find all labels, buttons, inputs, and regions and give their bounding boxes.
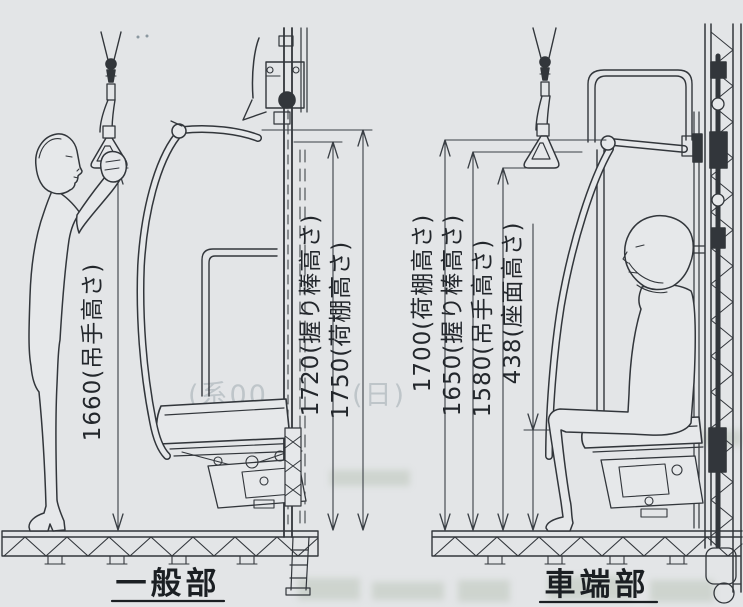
standing-passenger-figure	[28, 133, 83, 532]
dimension-label-strap-height-right: 1580(吊手高さ)	[470, 239, 496, 417]
dimension-label-rack-height-right: 1700(荷棚高さ)	[410, 214, 436, 392]
standing-passenger-arm	[75, 150, 128, 234]
caption-general-section: 一般部	[116, 566, 221, 602]
standing-passenger-hand	[99, 150, 128, 183]
dimension-label-rack-height-left: 1750(荷棚高さ)	[328, 241, 354, 419]
window-panel-left	[201, 248, 278, 397]
caption-car-end-section: 車端部	[545, 567, 650, 603]
floor-truss-right	[431, 530, 743, 565]
standing-passenger-head	[35, 133, 83, 195]
ghost-text-band	[298, 430, 742, 602]
dimension-lines-left	[112, 129, 369, 531]
ghost-text-fragment: (日)	[352, 380, 406, 411]
pole-floor-bracket	[289, 536, 310, 591]
dimension-label-grab-bar-height-left: 1720(握り棒高さ)	[298, 214, 324, 416]
bench-seat-left	[155, 398, 307, 509]
right-diagram-car-end-section: 1700(荷棚高さ) 1650(握り棒高さ) 1580(吊手高さ) 438(座面…	[410, 23, 743, 604]
page-bleed-through: (系00 (日)	[136, 34, 742, 602]
hanging-strap-right	[523, 27, 560, 169]
seated-passenger-figure	[545, 214, 696, 532]
dimension-lines-right	[439, 139, 539, 531]
dimension-label-seat-height-right: 438(座面高さ)	[500, 222, 526, 385]
seated-passenger-head	[623, 214, 694, 291]
luggage-rack-left	[242, 35, 305, 125]
floor-truss-left	[1, 530, 319, 596]
left-diagram-general-section: 1660(吊手高さ) 1720(握り棒高さ) 1750(荷棚高さ) 一般部	[1, 27, 373, 603]
dimension-label-grab-bar-height-right: 1650(握り棒高さ)	[440, 214, 466, 416]
grab-pole-left	[136, 120, 262, 460]
dimension-label-strap-height-left: 1660(吊手高さ)	[80, 263, 106, 441]
